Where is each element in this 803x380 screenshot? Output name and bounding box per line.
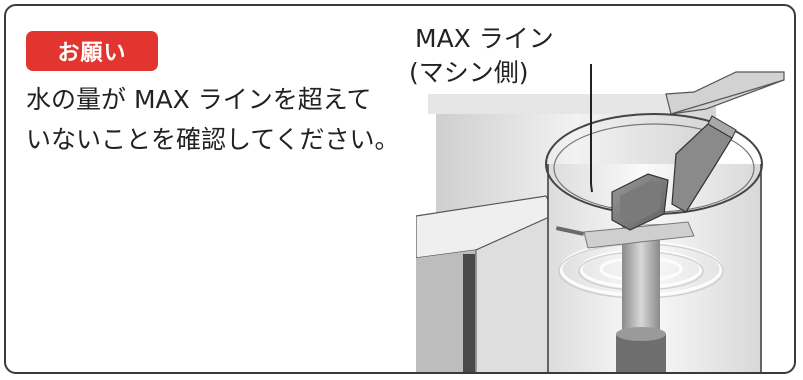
max-callout-line — [590, 64, 592, 184]
max-line-marker — [555, 226, 585, 236]
water-tank-illustration — [416, 64, 785, 372]
machine-top-surface — [428, 94, 671, 114]
machine-edge-line — [670, 79, 785, 115]
mixer-crossbar — [583, 221, 695, 249]
max-line-sublabel: (マシン側) — [409, 58, 529, 87]
notice-badge: お願い — [26, 31, 158, 71]
housing-front — [416, 250, 476, 372]
notice-panel: お願い 水の量が MAX ラインを超えて いないことを確認してください。 MAX… — [4, 4, 796, 374]
instruction-line-1: 水の量が MAX ラインを超えて — [26, 85, 372, 114]
max-line-label: MAX ライン — [415, 24, 554, 53]
instruction-text: 水の量が MAX ラインを超えて いないことを確認してください。 — [26, 80, 406, 160]
housing-shadow — [463, 254, 475, 372]
housing-side — [475, 213, 557, 372]
instruction-line-2: いないことを確認してください。 — [26, 125, 400, 154]
machine-top-edge — [665, 71, 785, 115]
